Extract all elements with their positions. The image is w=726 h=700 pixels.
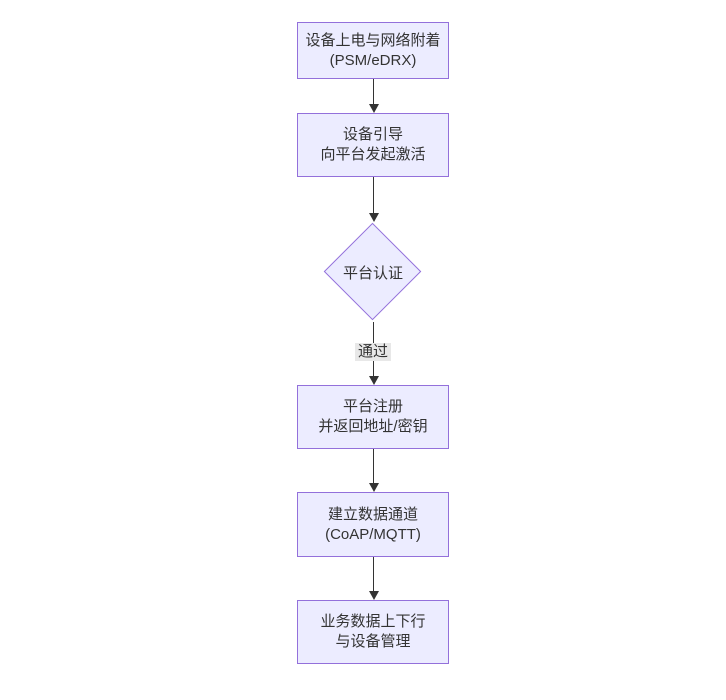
node-text-line: 设备上电与网络附着 <box>305 31 441 49</box>
arrowhead-down-icon <box>368 213 379 222</box>
node-text-line: 与设备管理 <box>335 633 411 650</box>
node-device-power-attach: 设备上电与网络附着 (PSM/eDRX) <box>297 22 449 79</box>
arrowhead-down-icon <box>368 483 379 492</box>
node-text-line: 业务数据上下行 <box>320 613 426 630</box>
node-text-line: 建立数据通道 <box>327 505 418 523</box>
edge-line <box>373 177 374 214</box>
edge-label-pass: 通过 <box>354 343 392 361</box>
arrowhead-down-icon <box>368 376 379 385</box>
node-device-bootstrap: 设备引导 向平台发起激活 <box>297 113 449 177</box>
arrowhead-down-icon <box>368 104 379 113</box>
node-data-channel: 建立数据通道 (CoAP/MQTT) <box>297 492 449 557</box>
node-text-line: (PSM/eDRX) <box>329 51 417 69</box>
edge-channel-to-business <box>368 557 379 600</box>
edge-line <box>373 557 374 592</box>
edge-line <box>373 79 374 105</box>
edge-bootstrap-to-auth <box>368 177 379 222</box>
node-text-line: (CoAP/MQTT) <box>325 525 421 543</box>
arrowhead-down-icon <box>368 591 379 600</box>
node-platform-register: 平台注册 并返回地址/密钥 <box>297 385 449 449</box>
node-platform-auth-decision: 平台认证 <box>323 222 423 322</box>
node-text-line: 向平台发起激活 <box>320 146 426 163</box>
node-text-line: 设备引导 <box>342 126 403 143</box>
node-text-line: 并返回地址/密钥 <box>318 418 428 435</box>
edge-line <box>373 449 374 484</box>
node-business-data: 业务数据上下行 与设备管理 <box>297 600 449 664</box>
edge-attach-to-bootstrap <box>368 79 379 113</box>
node-text-line: 平台注册 <box>342 398 403 415</box>
node-text-line: 平台认证 <box>342 264 403 282</box>
edge-register-to-channel <box>368 449 379 492</box>
